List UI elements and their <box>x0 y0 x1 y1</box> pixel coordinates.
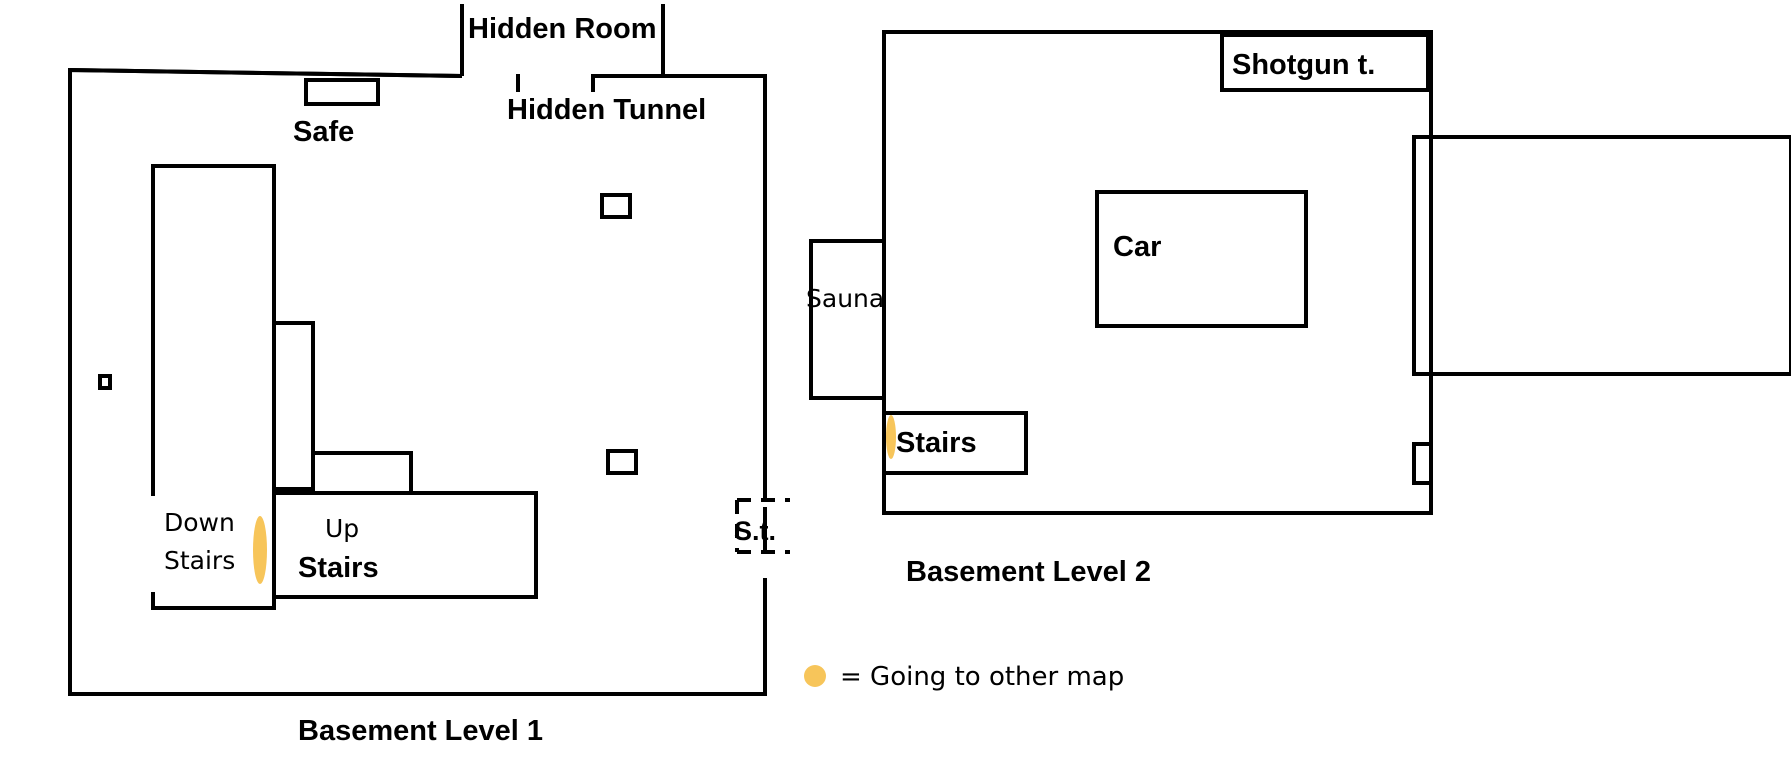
st-door <box>735 498 790 554</box>
down-stairs-label-2: Stairs <box>164 546 235 575</box>
pillar-2 <box>606 449 638 475</box>
down-stairs-label-1: Down <box>164 508 235 537</box>
level1-top-wall <box>69 68 463 78</box>
car-box <box>1095 190 1308 328</box>
up-stairs-block <box>272 491 538 599</box>
legend-text: = Going to other map <box>840 662 1124 692</box>
garage-extension <box>1412 135 1791 376</box>
pillar-1 <box>600 193 632 219</box>
up-stairs-label-1: Up <box>325 514 359 543</box>
shotgun-room <box>1220 33 1430 92</box>
level2-stairs-block <box>882 411 1028 475</box>
orange-marker-icon <box>253 516 267 584</box>
basement-level-2: Shotgun t. Car Sauna Stairs Basement Lev… <box>806 30 1791 588</box>
small-closet <box>1412 442 1433 485</box>
up-stairs-label-2: Stairs <box>298 552 379 584</box>
sauna-room <box>809 239 886 400</box>
basement-level-1: Hidden Room Safe Hidden Tunnel Down Stai… <box>68 4 790 747</box>
orange-dot-icon <box>804 665 826 687</box>
sauna-label: Sauna <box>806 284 884 313</box>
small-room <box>311 451 413 495</box>
level2-title: Basement Level 2 <box>906 556 1151 588</box>
level2-stairs-label: Stairs <box>896 427 977 459</box>
hidden-room-label: Hidden Room <box>468 13 657 45</box>
orange-marker-icon <box>886 415 896 459</box>
hidden-tunnel-label: Hidden Tunnel <box>507 94 706 126</box>
car-label: Car <box>1113 231 1161 263</box>
inner-wall-block <box>272 321 315 491</box>
st-label: S.t. <box>734 516 776 546</box>
level1-title: Basement Level 1 <box>298 715 543 747</box>
legend: = Going to other map <box>804 662 1124 692</box>
safe-box <box>304 78 380 106</box>
hidden-room <box>460 4 665 76</box>
pillar-3 <box>98 374 112 390</box>
level1-outer-wall <box>68 67 767 696</box>
safe-label: Safe <box>293 116 354 148</box>
shotgun-label: Shotgun t. <box>1232 49 1375 81</box>
